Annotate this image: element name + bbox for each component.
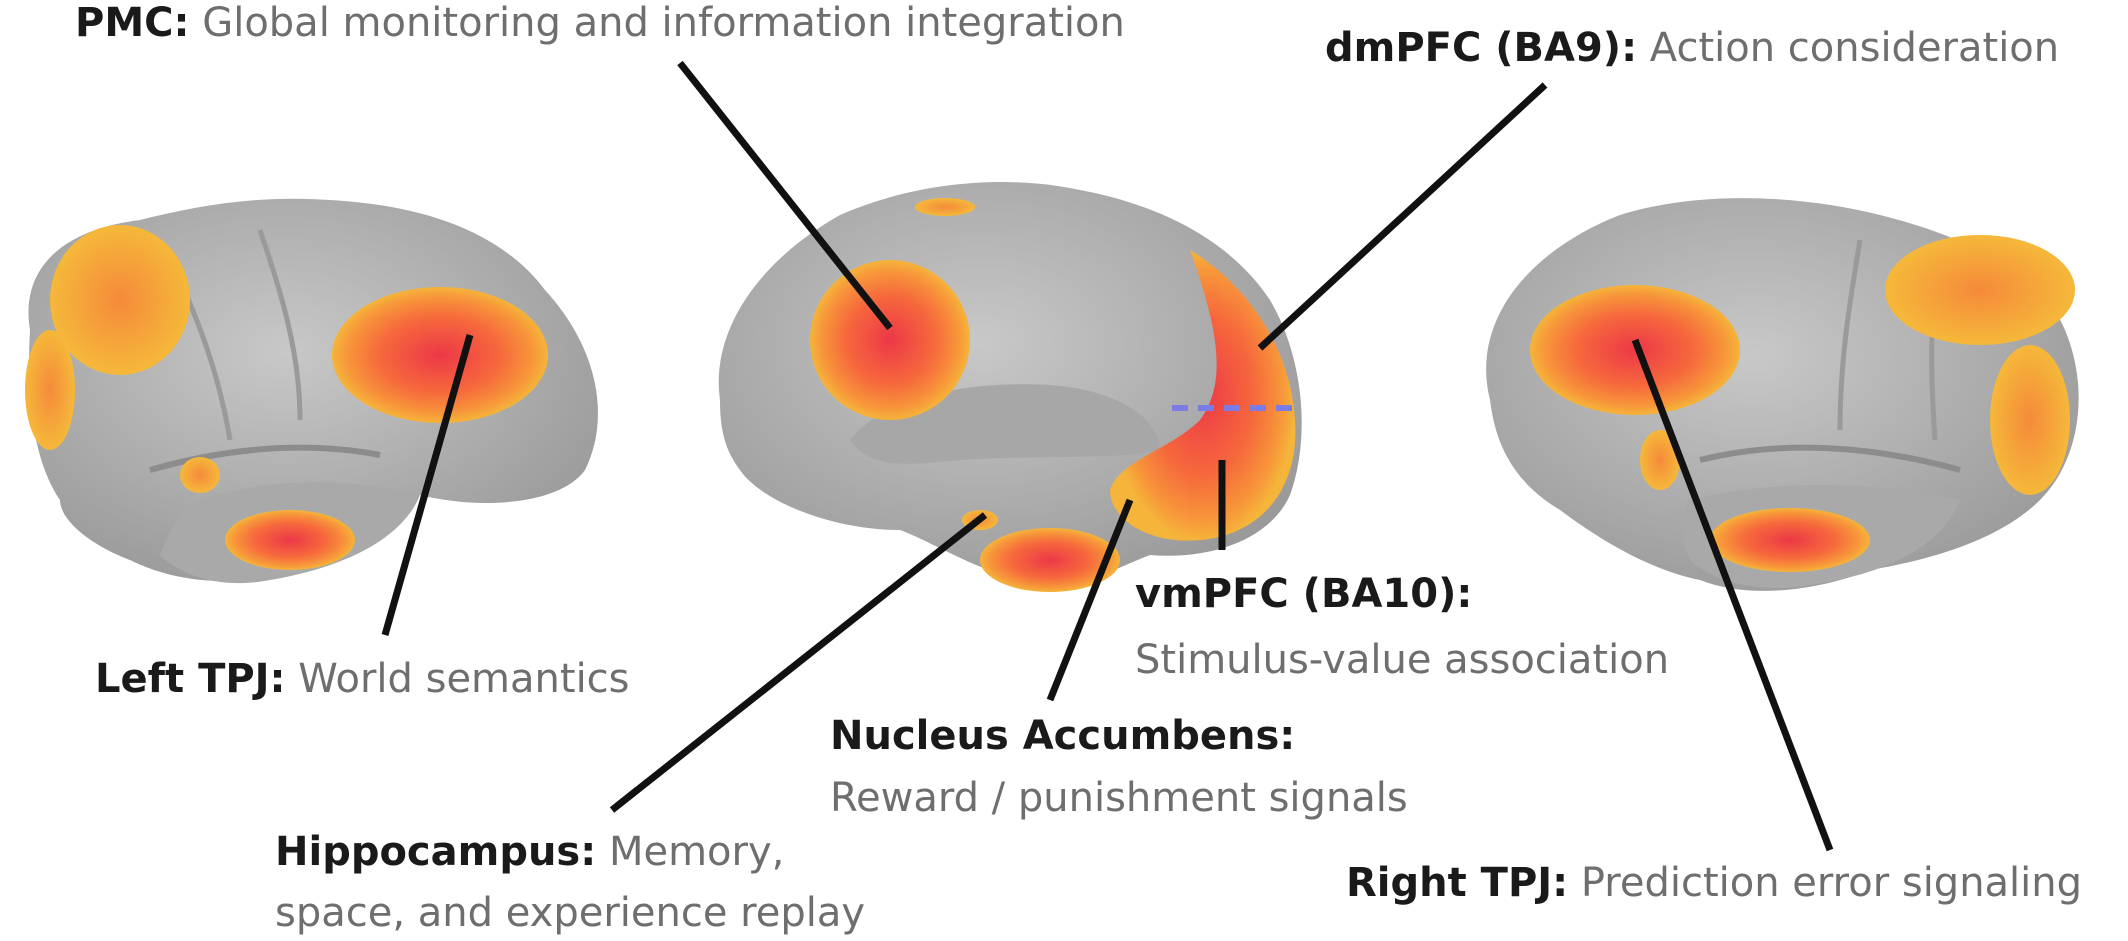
left-tpj-activation — [332, 287, 548, 423]
medial-hemisphere — [718, 182, 1302, 592]
left-sulcus-2 — [257, 229, 303, 421]
left-temporal-activation — [225, 510, 355, 570]
left-tpj-description: World semantics — [298, 656, 630, 702]
right-tpj-region: Right TPJ: — [1346, 860, 1569, 906]
vmpfc-region: vmPFC (BA10): — [1135, 571, 1473, 617]
left-tpj-label: Left TPJ: World semantics — [95, 653, 630, 705]
right-small-activation — [1640, 430, 1680, 490]
medial-top-activation — [915, 198, 975, 216]
nacc-label: Nucleus Accumbens: — [830, 710, 1295, 762]
left-sylvian-fissure — [149, 444, 381, 473]
right-hemisphere — [1486, 198, 2079, 591]
hippocampus-activation — [980, 528, 1120, 592]
leader-lines — [381, 60, 1834, 852]
hippocampus-region: Hippocampus: — [275, 829, 597, 875]
vmpfc-description: Stimulus-value association — [1135, 637, 1670, 683]
pmc-label: PMC: Global monitoring and information i… — [75, 0, 1125, 49]
pmc-leader-line — [677, 60, 893, 331]
right-sylvian-fissure — [1699, 444, 1961, 473]
dmpfc-description: Action consideration — [1649, 25, 2060, 71]
hippocampus-leader-line — [609, 512, 988, 813]
hippocampus-label: Hippocampus: Memory, — [275, 826, 784, 878]
right-sulcus-1 — [1837, 239, 1863, 431]
nacc-leader-line — [1046, 498, 1134, 702]
hippocampus-description-2: space, and experience replay — [275, 890, 866, 936]
left-tpj-leader-line — [381, 334, 474, 636]
dmpfc-leader-line — [1257, 82, 1548, 351]
left-frontal-activation — [50, 225, 190, 375]
nacc-description-line: Reward / punishment signals — [830, 772, 1408, 824]
left-tpj-region: Left TPJ: — [95, 656, 286, 702]
vmpfc-label: vmPFC (BA10): — [1135, 568, 1472, 620]
dmpfc-label: dmPFC (BA9): Action consideration — [1325, 22, 2059, 74]
vmpfc-description-line: Stimulus-value association — [1135, 634, 1669, 686]
right-tpj-activation — [1530, 285, 1740, 415]
left-prefrontal-activation — [25, 330, 75, 450]
nacc-region: Nucleus Accumbens: — [830, 713, 1296, 759]
mpfc-activation — [1110, 250, 1296, 541]
right-tpj-leader-line — [1631, 338, 1834, 852]
nacc-description: Reward / punishment signals — [830, 775, 1408, 821]
pmc-description: Global monitoring and information integr… — [202, 0, 1125, 46]
left-small-activation — [180, 457, 220, 493]
right-frontal-activation — [1885, 235, 2075, 345]
pmc-region: PMC: — [75, 0, 190, 46]
hippocampus-description-line: space, and experience replay — [275, 887, 865, 939]
right-tpj-label: Right TPJ: Prediction error signaling — [1346, 857, 2082, 909]
right-temporal-activation — [1710, 508, 1870, 572]
pmc-activation — [810, 260, 970, 420]
dmpfc-region: dmPFC (BA9): — [1325, 25, 1638, 71]
right-prefrontal-activation — [1990, 345, 2070, 495]
hippocampus-description-1: Memory, — [608, 829, 785, 875]
left-hemisphere — [25, 198, 598, 584]
right-tpj-description: Prediction error signaling — [1580, 860, 2083, 906]
